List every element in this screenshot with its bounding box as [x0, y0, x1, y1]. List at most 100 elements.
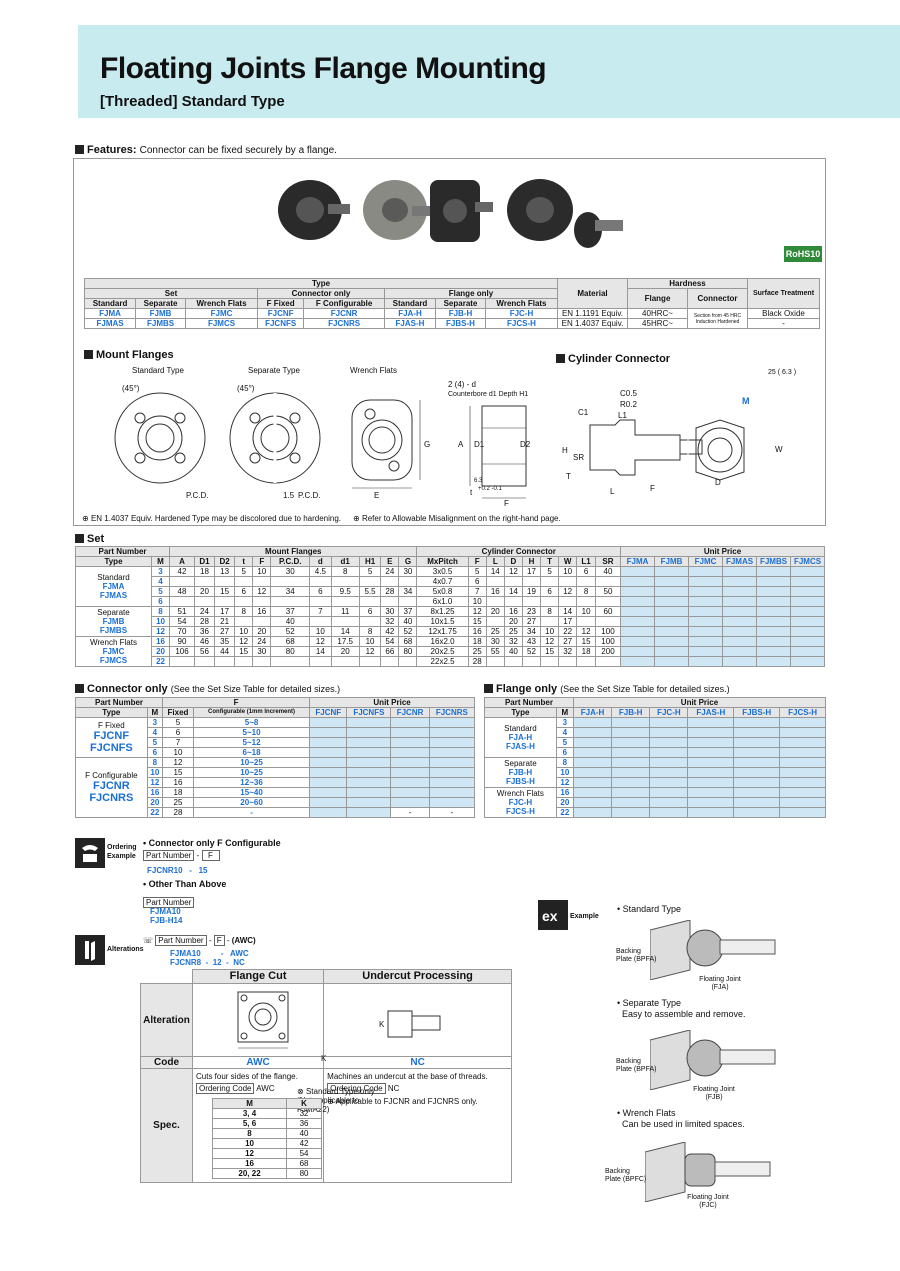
- price-cell: [790, 606, 825, 617]
- m-cell: 22: [555, 807, 574, 818]
- value-cell: 16x2.0: [416, 636, 469, 647]
- price-cell: [611, 747, 651, 758]
- value-cell: [521, 596, 542, 607]
- price-column-header: FJMCS: [790, 556, 825, 567]
- value-cell: 6: [234, 586, 254, 597]
- price-cell: [687, 727, 735, 738]
- price-cell: [346, 727, 392, 738]
- price-cell: [733, 777, 781, 788]
- value-cell: 7: [467, 586, 487, 597]
- column-header: G: [398, 556, 418, 567]
- value-cell: 37: [398, 606, 418, 617]
- value-cell: 4.5: [309, 566, 332, 577]
- value-cell: 8: [540, 606, 560, 617]
- price-cell: [649, 747, 689, 758]
- value-cell: [193, 596, 216, 607]
- m-cell: 4: [146, 727, 164, 738]
- price-cell: [779, 747, 826, 758]
- price-cell: [309, 717, 348, 728]
- set-heading: Set: [75, 533, 104, 545]
- price-cell: [733, 807, 781, 818]
- value-cell: 66: [380, 646, 400, 657]
- fixed-cell: 10: [162, 747, 194, 758]
- price-cell: [620, 596, 655, 607]
- m-cell: 3: [146, 717, 164, 728]
- alterations-format: ☏ Part Number - F - (AWC): [143, 935, 256, 946]
- backing-plate-label: Backing Plate (BPFA): [616, 1058, 657, 1073]
- sub-header: Wrench Flats: [184, 298, 259, 309]
- price-cell: [756, 576, 791, 587]
- price-cell: [620, 636, 655, 647]
- m-cell: 5: [146, 737, 164, 748]
- price-cell: [779, 767, 826, 778]
- price-cell: [733, 727, 781, 738]
- price-cell: [733, 757, 781, 768]
- price-cell: [572, 717, 613, 728]
- value-cell: 54: [380, 636, 400, 647]
- value-cell: 10: [309, 626, 332, 637]
- price-column-header: FJB-H: [611, 707, 651, 718]
- type-header: Type: [484, 707, 557, 718]
- dim-f-label: F: [504, 499, 509, 508]
- fixed-cell: 7: [162, 737, 194, 748]
- value-cell: 10: [558, 566, 578, 577]
- k-cell: 54: [286, 1148, 322, 1159]
- price-cell: [428, 727, 476, 738]
- value-cell: 16: [485, 586, 505, 597]
- value-cell: 34: [270, 586, 311, 597]
- price-cell: [654, 646, 689, 657]
- column-header: D: [503, 556, 523, 567]
- sub-header: Separate: [135, 298, 186, 309]
- product-photos: [278, 179, 623, 248]
- value-cell: 18: [576, 646, 596, 657]
- price-cell: -: [428, 807, 476, 818]
- alterations-examples: FJMA10 - AWC FJCNR8 - 12 - NC: [170, 949, 249, 967]
- backing-plate-label: Backing Plate (BPFA): [616, 948, 657, 963]
- value-cell: 15: [576, 636, 596, 647]
- fixed-cell: 12: [162, 757, 194, 768]
- value-cell: 18: [193, 566, 216, 577]
- value-cell: 24: [380, 566, 400, 577]
- price-cell: [572, 807, 613, 818]
- price-column-header: FJC-H: [649, 707, 689, 718]
- value-cell: [330, 596, 360, 607]
- value-cell: 70: [169, 626, 195, 637]
- example-separate-desc: Easy to assemble and remove.: [622, 1009, 746, 1019]
- price-cell: [346, 737, 392, 748]
- value-cell: [214, 656, 236, 667]
- type-header: Type: [84, 278, 558, 289]
- value-cell: [358, 596, 382, 607]
- alterations-label: Alterations: [107, 946, 144, 953]
- thread-m-label: M: [742, 396, 750, 406]
- m-cell: 10: [211, 1138, 288, 1149]
- value-cell: [380, 656, 400, 667]
- price-column-header: FJCNF: [309, 707, 348, 718]
- price-column-header: FJBS-H: [733, 707, 781, 718]
- m-cell: 12: [555, 777, 574, 788]
- m-cell: 12: [146, 777, 164, 788]
- price-cell: [428, 797, 476, 808]
- value-cell: 90: [169, 636, 195, 647]
- value-cell: [270, 576, 311, 587]
- counterbore-label: Counterbore d1 Depth H1: [448, 391, 529, 398]
- price-column-header: FJAS-H: [687, 707, 735, 718]
- k-cell: 42: [286, 1138, 322, 1149]
- value-cell: [252, 576, 272, 587]
- column-header: M: [150, 556, 171, 567]
- price-cell: [390, 797, 430, 808]
- price-cell: [688, 576, 723, 587]
- m-cell: 5: [150, 586, 171, 597]
- value-cell: 4x0.7: [416, 576, 469, 587]
- value-cell: [252, 596, 272, 607]
- k-cell: 40: [286, 1128, 322, 1139]
- flange-hardness-header: Flange: [627, 288, 688, 309]
- value-cell: 5x0.8: [416, 586, 469, 597]
- alterations-table: Flange Cut Undercut Processing Alteratio…: [140, 969, 512, 1183]
- square-bullet-icon: [556, 354, 565, 363]
